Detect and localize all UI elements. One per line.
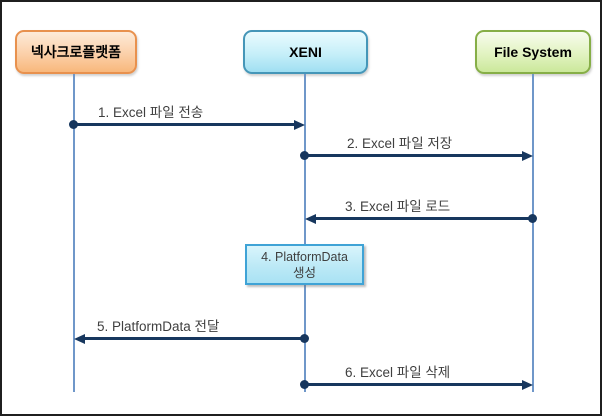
lifeline-file-system bbox=[532, 74, 534, 392]
message-2-label: 2. Excel 파일 저장 bbox=[347, 136, 453, 151]
message-6-arrowhead-icon bbox=[522, 380, 533, 390]
actor-xeni-label: XENI bbox=[289, 44, 322, 60]
message-5-start-dot bbox=[300, 334, 309, 343]
message-5-label: 5. PlatformData 전달 bbox=[97, 319, 220, 334]
actor-nexacro-platform: 넥사크로플랫폼 bbox=[15, 30, 137, 74]
message-2-arrowhead-icon bbox=[522, 151, 533, 161]
lifeline-xeni bbox=[304, 74, 306, 392]
message-3-line bbox=[311, 217, 531, 220]
message-3-arrowhead-icon bbox=[305, 214, 316, 224]
actor-file-system: File System bbox=[475, 30, 591, 74]
message-1-start-dot bbox=[69, 120, 78, 129]
message-5-line bbox=[80, 337, 301, 340]
actor-xeni: XENI bbox=[243, 30, 368, 74]
message-5-arrowhead-icon bbox=[74, 334, 85, 344]
message-6-line bbox=[307, 383, 527, 386]
message-6-start-dot bbox=[300, 380, 309, 389]
message-6-label: 6. Excel 파일 삭제 bbox=[345, 365, 451, 380]
actor-nexacro-platform-label: 넥사크로플랫폼 bbox=[30, 44, 122, 60]
lifeline-nexacro-platform bbox=[73, 74, 75, 392]
activation-label-line2: 생성 bbox=[292, 265, 316, 280]
activation-box-platformdata: 4. PlatformData 생성 bbox=[245, 244, 364, 285]
message-2-start-dot bbox=[300, 151, 309, 160]
message-1-label: 1. Excel 파일 전송 bbox=[98, 105, 204, 120]
actor-file-system-label: File System bbox=[494, 44, 572, 60]
message-2-line bbox=[307, 154, 527, 157]
message-1-arrowhead-icon bbox=[294, 120, 305, 130]
activation-label-line1: 4. PlatformData bbox=[261, 249, 348, 264]
message-3-start-dot bbox=[528, 214, 537, 223]
message-3-label: 3. Excel 파일 로드 bbox=[345, 199, 451, 214]
message-1-line bbox=[76, 123, 296, 126]
